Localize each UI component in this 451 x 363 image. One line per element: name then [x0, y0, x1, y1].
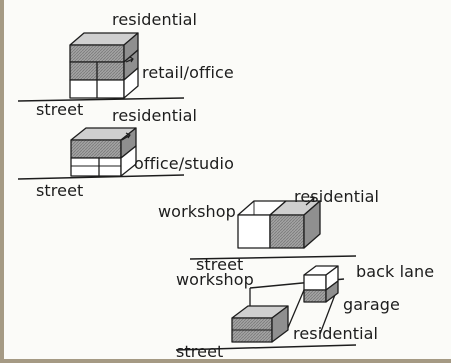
label-fig4-garage: garage [343, 295, 400, 314]
figure-1-mixed-use-building [17, 32, 185, 102]
figure-3-workshop-residential [189, 196, 357, 260]
figure-2-mixed-use-building [17, 127, 185, 180]
street-line-2 [17, 174, 185, 180]
street-line-1 [17, 97, 185, 102]
label-fig2-office-studio: office/studio [134, 154, 234, 173]
label-fig1-residential: residential [112, 10, 198, 29]
label-fig4-residential: residential [293, 324, 379, 343]
label-fig4-workshop: workshop [176, 270, 254, 289]
label-fig1-retail-office: retail/office [142, 63, 234, 82]
label-fig1-street: street [36, 100, 84, 119]
label-fig3-street: street [196, 255, 244, 274]
street-line-3 [189, 255, 357, 260]
label-fig2-residential: residential [112, 106, 198, 125]
label-fig2-street: street [36, 181, 84, 200]
label-fig3-residential: residential [294, 187, 380, 206]
label-fig4-back-lane: back lane [356, 262, 435, 281]
label-fig4-street: street [176, 342, 224, 361]
label-fig3-workshop: workshop [158, 202, 236, 221]
figure-4-back-lane-layout [175, 265, 357, 351]
diagram-drawing [17, 32, 357, 351]
street-line-4 [175, 344, 357, 351]
